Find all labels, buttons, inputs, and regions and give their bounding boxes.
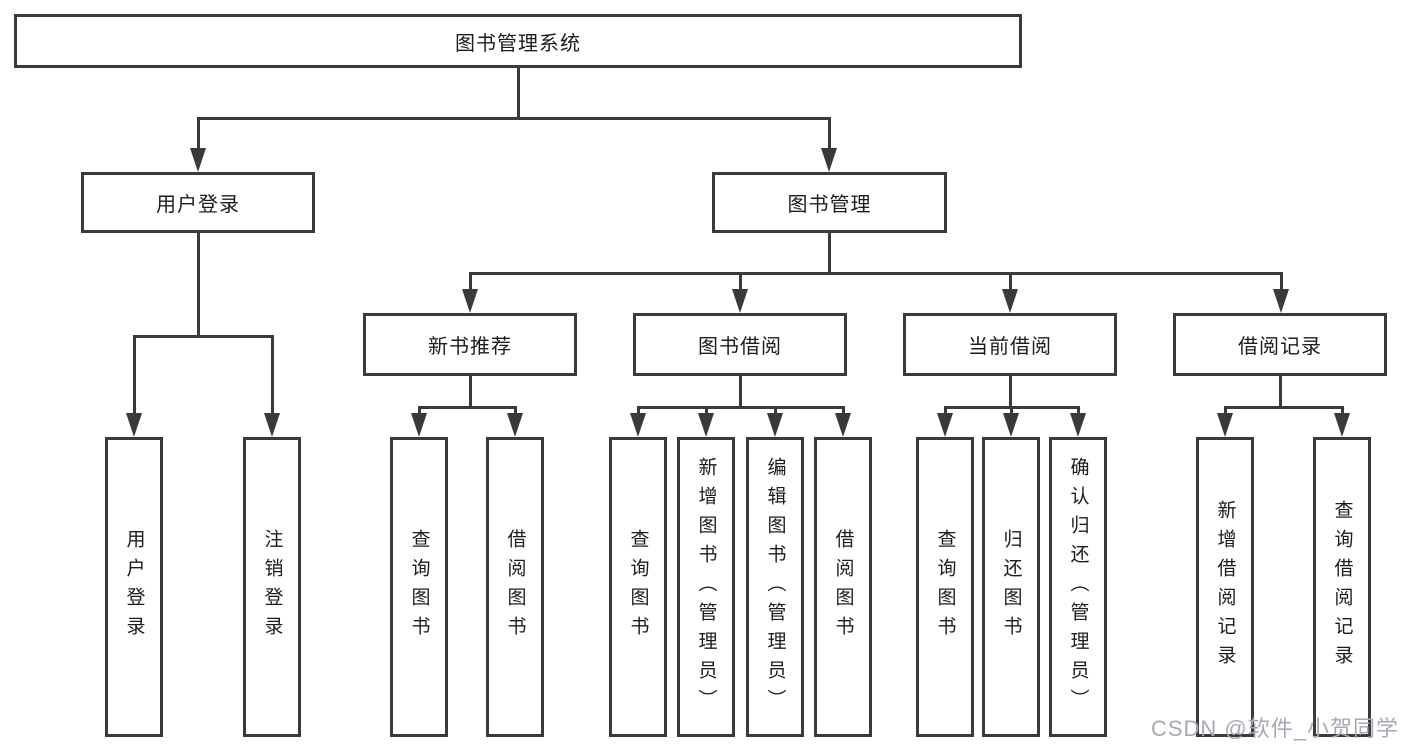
- node-label: 确认归还（管理员）: [1067, 456, 1089, 718]
- arrowhead-bb-leaf1: [629, 413, 646, 437]
- node-current-borrow: 当前借阅: [903, 313, 1117, 376]
- connector-br-leaf2-drop: [1340, 407, 1344, 413]
- connector-cb-leaf2-drop: [1009, 407, 1013, 413]
- connector-newbook-drop: [468, 273, 472, 289]
- leaf-bb-borrow-book: 借阅图书: [814, 437, 872, 737]
- connector-user-login-drop: [196, 118, 200, 148]
- leaf-br-query-record: 查询借阅记录: [1313, 437, 1371, 737]
- connector-br-bar: [1223, 405, 1344, 409]
- arrowhead-login-leaf1: [125, 413, 142, 437]
- connector-rec-leaf2-drop: [513, 407, 517, 413]
- node-label: 归还图书: [1000, 529, 1022, 645]
- connector-currentborrow-drop: [1008, 273, 1012, 289]
- arrowhead-login-leaf2: [263, 413, 280, 437]
- arrowhead-book-mgmt: [820, 148, 837, 172]
- connector-cb-leaf1-drop: [943, 407, 947, 413]
- connector-login-stub: [196, 233, 200, 336]
- node-label: 当前借阅: [968, 336, 1052, 358]
- arrowhead-br-leaf2: [1333, 413, 1350, 437]
- connector-bookborrow-drop: [738, 273, 742, 289]
- node-label: 查询图书: [408, 529, 430, 645]
- connector-bb-leaf1-drop: [636, 407, 640, 413]
- connector-bb-leaf3-drop: [773, 407, 777, 413]
- arrowhead-bb-leaf2: [697, 413, 714, 437]
- arrowhead-cb-leaf2: [1002, 413, 1019, 437]
- connector-br-stub: [1278, 376, 1282, 407]
- leaf-bb-query-book: 查询图书: [609, 437, 667, 737]
- arrowhead-rec-leaf2: [506, 413, 523, 437]
- connector-login-bar: [132, 335, 274, 338]
- leaf-rec-query-book: 查询图书: [390, 437, 448, 737]
- node-borrow-records: 借阅记录: [1173, 313, 1387, 376]
- connector-mgmt-bar: [468, 271, 1283, 275]
- node-label: 注销登录: [261, 529, 283, 645]
- node-label: 借阅图书: [504, 529, 526, 645]
- leaf-cb-query-book: 查询图书: [916, 437, 974, 737]
- connector-bb-leaf4-drop: [841, 407, 845, 413]
- leaf-logout-login: 注销登录: [243, 437, 301, 737]
- node-label: 编辑图书（管理员）: [764, 456, 786, 718]
- leaf-cb-return-book: 归还图书: [982, 437, 1040, 737]
- arrowhead-borrowrecords: [1272, 289, 1289, 313]
- node-label: 查询图书: [627, 529, 649, 645]
- connector-root-bar: [196, 117, 831, 120]
- node-label: 借阅图书: [832, 529, 854, 645]
- connector-rec-bar: [417, 405, 517, 409]
- node-label: 查询借阅记录: [1331, 500, 1353, 674]
- leaf-bb-add-book-admin: 新增图书（管理员）: [677, 437, 735, 737]
- node-label: 新增图书（管理员）: [695, 456, 717, 718]
- connector-root-stub: [516, 68, 520, 118]
- arrowhead-br-leaf1: [1216, 413, 1233, 437]
- node-label: 图书管理: [787, 194, 872, 216]
- node-label: 新书推荐: [428, 336, 512, 358]
- connector-rec-leaf1-drop: [417, 407, 421, 413]
- arrowhead-rec-leaf1: [410, 413, 427, 437]
- connector-rec-stub: [468, 376, 472, 407]
- connector-br-leaf1-drop: [1223, 407, 1227, 413]
- connector-login-leaf1-drop: [132, 336, 136, 413]
- connector-borrowrecords-drop: [1279, 273, 1283, 289]
- leaf-br-add-record: 新增借阅记录: [1196, 437, 1254, 737]
- arrowhead-currentborrow: [1001, 289, 1018, 313]
- node-library-management-system: 图书管理系统: [14, 14, 1022, 68]
- node-label: 图书借阅: [698, 336, 782, 358]
- leaf-rec-borrow-book: 借阅图书: [486, 437, 544, 737]
- connector-book-mgmt-drop: [827, 118, 831, 148]
- arrowhead-user-login: [189, 148, 206, 172]
- arrowhead-bookborrow: [731, 289, 748, 313]
- node-book-borrow: 图书借阅: [633, 313, 847, 376]
- node-label: 用户登录: [123, 529, 145, 645]
- connector-cb-leaf3-drop: [1076, 407, 1080, 413]
- node-book-management: 图书管理: [712, 172, 947, 233]
- node-label: 用户登录: [156, 194, 240, 216]
- node-new-book-recommend: 新书推荐: [363, 313, 577, 376]
- arrowhead-cb-leaf3: [1069, 413, 1086, 437]
- connector-cb-stub: [1008, 376, 1012, 407]
- leaf-cb-confirm-return-admin: 确认归还（管理员）: [1049, 437, 1107, 737]
- leaf-bb-edit-book-admin: 编辑图书（管理员）: [746, 437, 804, 737]
- node-label: 图书管理系统: [455, 32, 581, 55]
- connector-bb-leaf2-drop: [704, 407, 708, 413]
- connector-mgmt-stub: [827, 233, 831, 273]
- arrowhead-cb-leaf1: [936, 413, 953, 437]
- node-label: 查询图书: [934, 529, 956, 645]
- connector-login-leaf2-drop: [270, 336, 274, 413]
- node-user-login: 用户登录: [81, 172, 315, 233]
- arrowhead-newbook: [461, 289, 478, 313]
- connector-bb-stub: [738, 376, 742, 407]
- leaf-user-login: 用户登录: [105, 437, 163, 737]
- arrowhead-bb-leaf3: [766, 413, 783, 437]
- node-label: 借阅记录: [1238, 336, 1322, 358]
- node-label: 新增借阅记录: [1214, 500, 1236, 674]
- arrowhead-bb-leaf4: [834, 413, 851, 437]
- connector-bb-bar: [636, 405, 845, 409]
